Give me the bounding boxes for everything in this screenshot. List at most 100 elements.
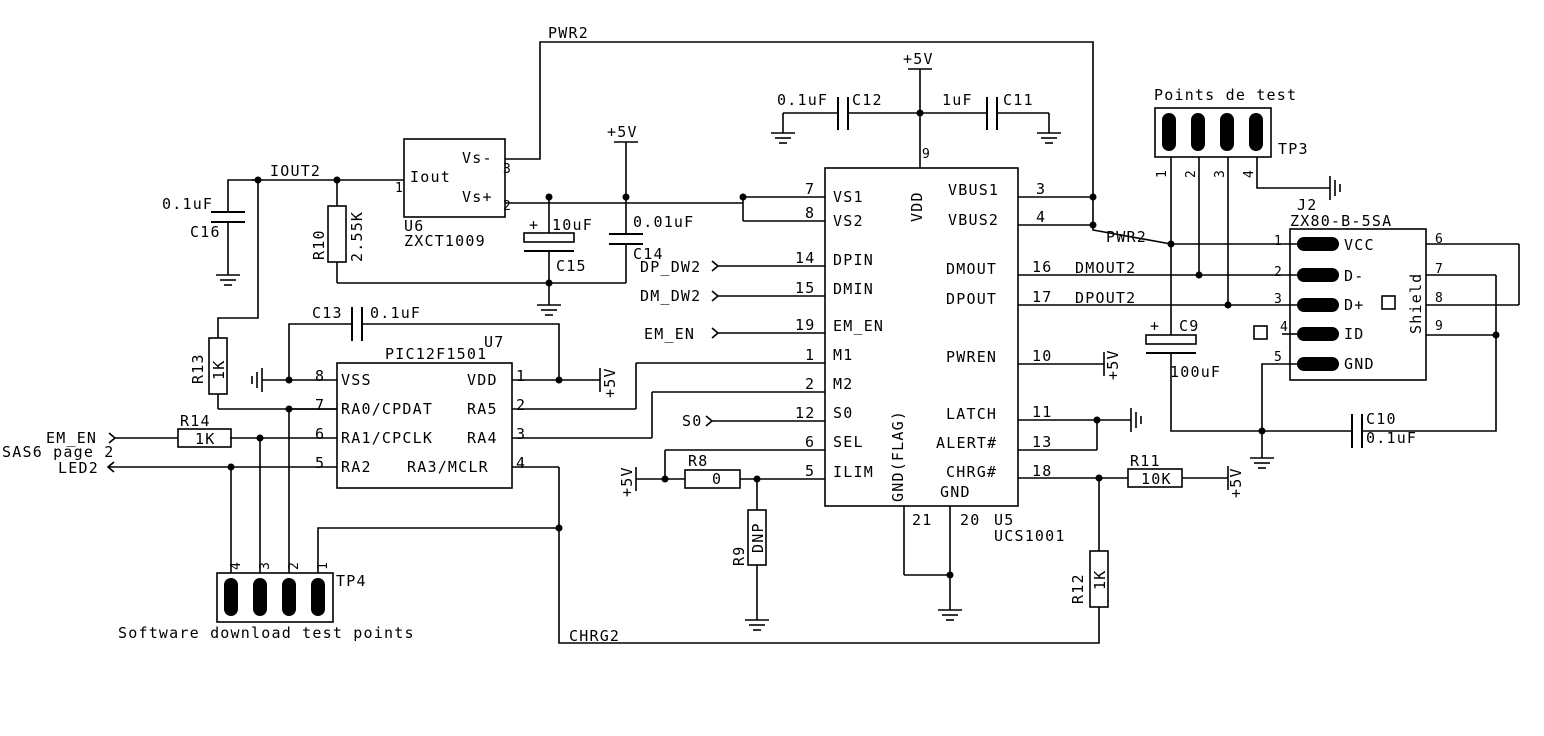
- ground-symbol-c16: [216, 274, 240, 286]
- u5-pin-name: CHRG#: [946, 463, 997, 481]
- c12-ref: C12: [852, 91, 883, 109]
- r13-value: 1K: [210, 360, 228, 380]
- capacitor-c10: C10 0.1uF: [1351, 335, 1497, 448]
- u5-pin-number: 17: [1032, 288, 1052, 306]
- u5-pin-number-21: 21: [912, 511, 932, 529]
- c15-polarity: +: [529, 216, 539, 234]
- tp4-pin-number: 3: [258, 561, 273, 570]
- u5-pin-number: 15: [795, 279, 815, 297]
- j2-pad: [1297, 298, 1339, 312]
- net-label-em-en: EM_EN: [644, 325, 695, 343]
- net-flag-em-en: EM_EN: [644, 325, 720, 343]
- u7-pin-number: 2: [516, 396, 526, 414]
- u6-pin-name: Vs-: [462, 149, 493, 167]
- c15-ref: C15: [556, 257, 587, 275]
- power-label: +5V: [618, 466, 636, 497]
- u5-pin-name: S0: [833, 404, 853, 422]
- u5-pin-name: DPOUT: [946, 290, 997, 308]
- r12-value: 1K: [1091, 570, 1109, 590]
- resistor-r11: R11 10K: [1127, 452, 1228, 488]
- capacitor-c13: C13 0.1uF: [288, 304, 560, 380]
- c14-value: 0.01uF: [633, 213, 694, 231]
- c11-ref: C11: [1003, 91, 1034, 109]
- power-label: +5V: [1104, 349, 1122, 380]
- tp3-pin-number: 1: [1155, 169, 1170, 178]
- u6-part: ZXCT1009: [404, 232, 486, 250]
- c16-ref: C16: [190, 223, 221, 241]
- u5-ref: U5: [994, 511, 1014, 529]
- resistor-r10: R10 2.55K: [310, 180, 366, 283]
- tp4-caption: Software download test points: [118, 624, 415, 642]
- u5-pin-name: PWREN: [946, 348, 997, 366]
- u5-pin-number: 14: [795, 249, 815, 267]
- ground-symbol-tp3: [1329, 176, 1341, 200]
- u7-pic12f1501: PIC12F1501 U7 8 VSS 7 RA0/CPDAT 6 RA1/CP…: [108, 333, 652, 489]
- r13-ref: R13: [189, 353, 207, 384]
- u5-ucs1001: 9 VDD GND(FLAG) GND 21 20 U5 UCS1001 7 V…: [636, 69, 1228, 576]
- j2-shield-pin-number: 6: [1435, 232, 1444, 247]
- power-symbol-5v-vdd: +5V: [903, 50, 933, 70]
- net-pwr2: PWR2 PWR2: [505, 24, 1172, 246]
- tp4-test-header: 4 3 2 1 TP4 Software download test point…: [118, 409, 559, 642]
- j2-pin-name: GND: [1344, 355, 1375, 373]
- tp3-pin-number: 2: [1184, 169, 1199, 178]
- u7-pin-name: VDD: [467, 371, 498, 389]
- capacitor-c15: + 10uF C15: [523, 197, 592, 283]
- power-symbol-5v-ilim: +5V: [618, 466, 665, 497]
- net-label-dp-dw2: DP_DW2: [640, 258, 701, 276]
- u7-pin-name: RA0/CPDAT: [341, 400, 433, 418]
- u7-pin-number: 6: [315, 425, 325, 443]
- tp3-title: Points de test: [1154, 86, 1297, 104]
- tp4-pin-number: 2: [287, 561, 302, 570]
- c16-value: 0.1uF: [162, 195, 213, 213]
- tp4-pad: [224, 578, 238, 616]
- resistor-r8: R8 0: [684, 452, 741, 489]
- r12-ref: R12: [1069, 573, 1087, 604]
- u5-pin-number-20: 20: [960, 511, 980, 529]
- net-label-dm-dw2: DM_DW2: [640, 287, 701, 305]
- u5-pin-number: 12: [795, 404, 815, 422]
- c10-value: 0.1uF: [1366, 429, 1417, 447]
- u5-pin-number: 1: [805, 346, 815, 364]
- ground-symbol-vss: [251, 368, 263, 392]
- r10-ref: R10: [310, 229, 328, 260]
- r9-ref: R9: [730, 546, 748, 566]
- j2-shield-pin-number: 7: [1435, 262, 1444, 277]
- u6-pin-name: Iout: [410, 168, 451, 186]
- resistor-r14: R14 1K: [115, 412, 232, 448]
- u7-pin-name: RA1/CPCLK: [341, 429, 433, 447]
- u7-pin-name: RA3/MCLR: [407, 458, 489, 476]
- u5-pin-name: SEL: [833, 433, 864, 451]
- c9-ref: C9: [1179, 317, 1199, 335]
- c10-ref: C10: [1366, 410, 1397, 428]
- c9-polarity: +: [1150, 317, 1160, 335]
- power-label: +5V: [607, 123, 638, 141]
- u7-pin-number: 1: [516, 367, 526, 385]
- u5-pin-number: 2: [805, 375, 815, 393]
- power-symbol-5v-u7: +5V: [599, 367, 619, 398]
- u7-pin-name: RA4: [467, 429, 498, 447]
- u5-pin-number: 13: [1032, 433, 1052, 451]
- u7-pin-name: VSS: [341, 371, 372, 389]
- u5-pin-name: EM_EN: [833, 317, 884, 335]
- tp3-pad: [1249, 113, 1263, 151]
- u5-gnd-flag-pin-name: GND(FLAG): [889, 410, 907, 502]
- tp3-pad: [1191, 113, 1205, 151]
- ground-symbol-latch: [1130, 408, 1142, 432]
- u7-pin-number: 5: [315, 454, 325, 472]
- power-symbol-5v-r11: +5V: [1227, 466, 1245, 498]
- tp4-pad: [282, 578, 296, 616]
- j2-part: ZX80-B-5SA: [1290, 212, 1392, 230]
- u5-pin-name: DMIN: [833, 280, 874, 298]
- resistor-r12: R12 1K: [1069, 478, 1109, 608]
- tp4-pad: [311, 578, 325, 616]
- u7-pin-name: RA5: [467, 400, 498, 418]
- r10-value: 2.55K: [348, 211, 366, 262]
- u5-pin-name: ALERT#: [936, 434, 997, 452]
- tp3-pad: [1162, 113, 1176, 151]
- j2-pad: [1297, 327, 1339, 341]
- net-flag-led2: LED2: [58, 459, 115, 477]
- power-label: +5V: [601, 367, 619, 398]
- u6-pin-name: Vs+: [462, 188, 493, 206]
